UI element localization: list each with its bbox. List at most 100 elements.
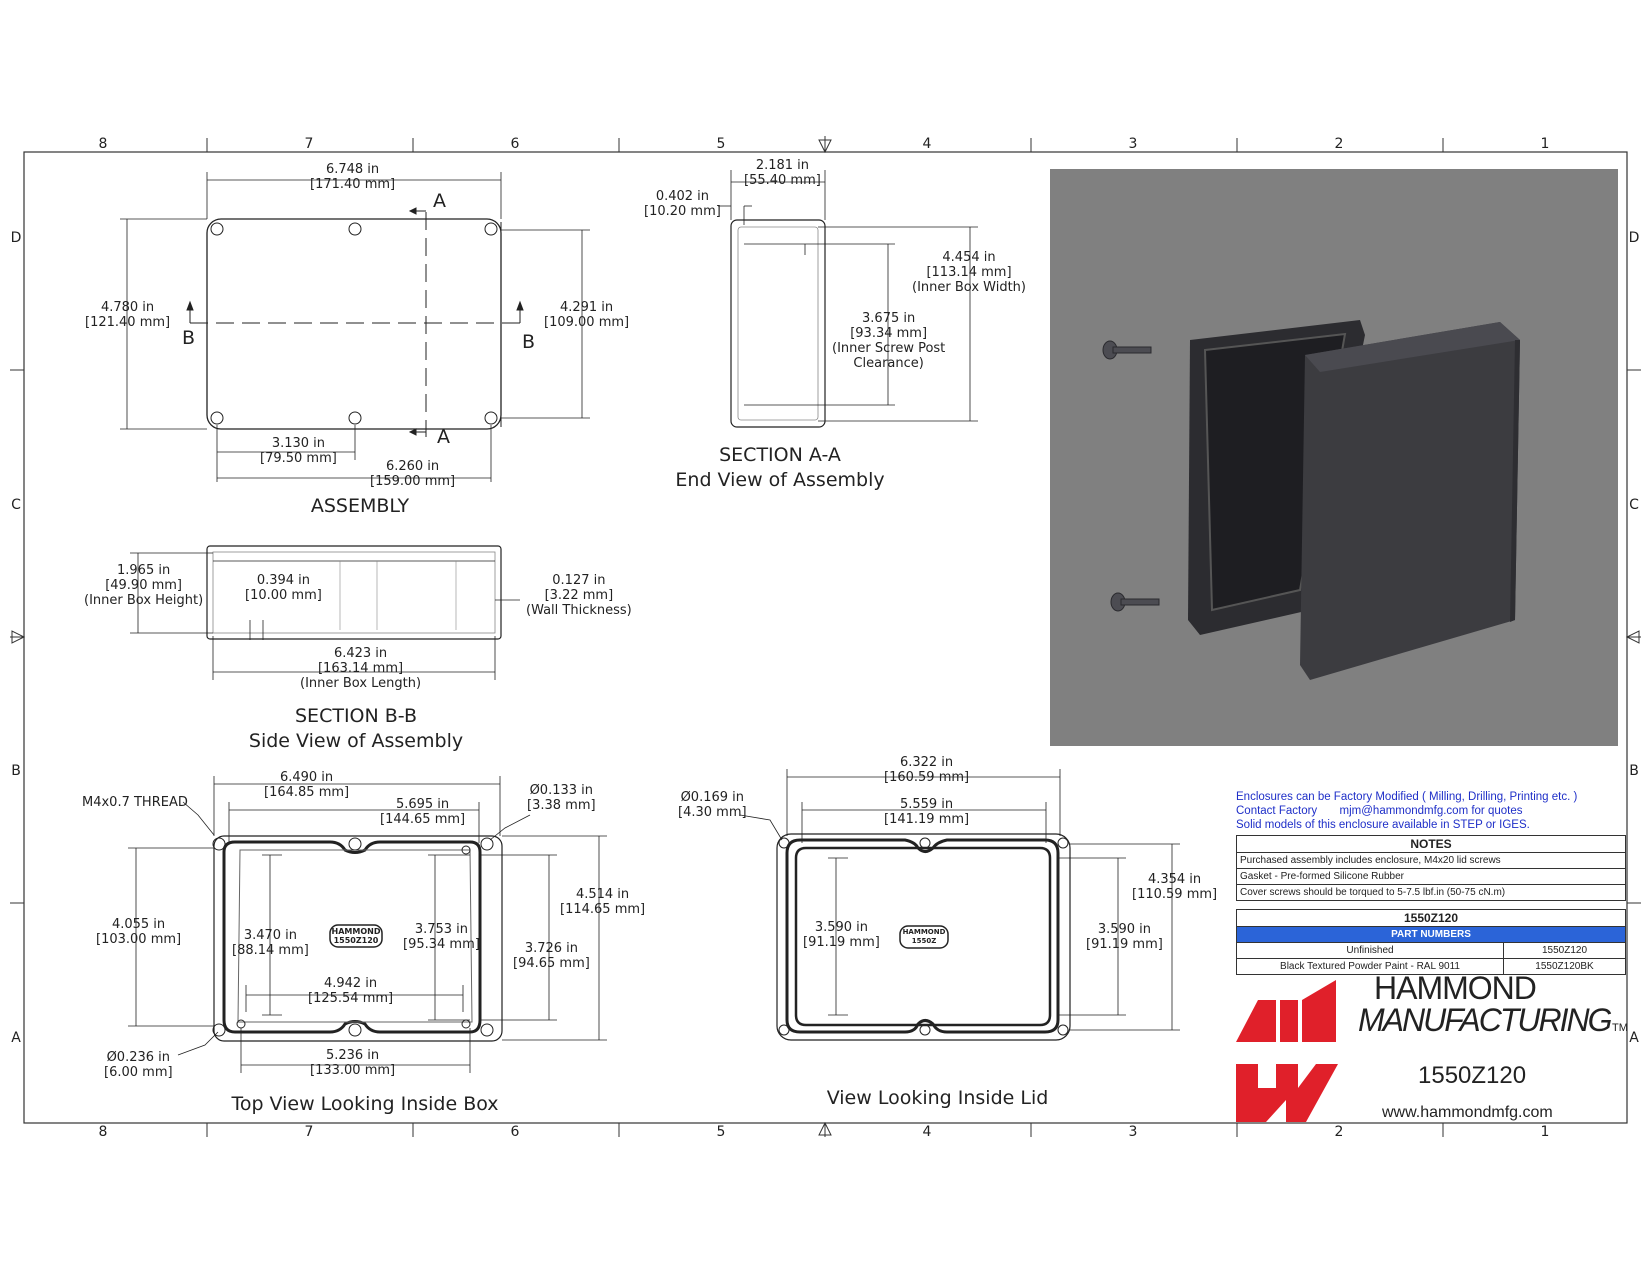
- zone-col-3-bottom: 3: [1128, 1124, 1138, 1140]
- dim-wall-thickness: 0.127 in [3.22 mm] (Wall Thickness): [526, 573, 632, 618]
- part-number-cell: 1550Z120BK: [1503, 958, 1626, 975]
- zone-col-4-top: 4: [922, 136, 932, 152]
- zone-row-b-left: B: [11, 763, 21, 779]
- dim-inner-x: 4.942 in [125.54 mm]: [308, 976, 394, 1006]
- section-bb-title: SECTION B-B: [295, 705, 417, 727]
- dim-inner-y-a: 3.753 in [95.34 mm]: [403, 922, 480, 952]
- section-bb-subtitle: Side View of Assembly: [248, 730, 464, 752]
- brand-url: www.hammondmfg.com: [1382, 1104, 1553, 1121]
- zone-col-8-top: 8: [98, 136, 108, 152]
- dim-lid-inner-height-left: 3.590 in [91.19 mm]: [803, 920, 880, 950]
- zone-col-5-top: 5: [716, 136, 726, 152]
- centering-marks: [11, 136, 1640, 1136]
- thread-callout: M4x0.7 THREAD: [82, 795, 188, 810]
- dim-inner-box-length: 6.423 in [163.14 mm] (Inner Box Length): [300, 646, 422, 691]
- dim-lid-hole-spacing: 5.559 in [141.19 mm]: [884, 797, 970, 827]
- zone-col-4-bottom: 4: [922, 1124, 932, 1140]
- part-number-cell: 1550Z120: [1503, 942, 1626, 959]
- section-marker-a-top: A: [433, 190, 446, 212]
- part-finish-cell: Unfinished: [1236, 942, 1504, 959]
- assembly-title: ASSEMBLY: [310, 495, 410, 517]
- assembly-view: [120, 172, 590, 482]
- dim-inner-box-width: 4.454 in [113.14 mm] (Inner Box Width): [912, 250, 1026, 295]
- dim-lid-inset: 0.394 in [10.00 mm]: [245, 573, 322, 603]
- note-item: Gasket - Pre-formed Silicone Rubber: [1236, 868, 1626, 885]
- lid-logo-line1: HAMMOND: [902, 928, 946, 936]
- zone-col-1-bottom: 1: [1540, 1124, 1550, 1140]
- 3d-render-enclosure: [1102, 320, 1520, 680]
- part-finish-cell: Black Textured Powder Paint - RAL 9011: [1236, 958, 1504, 975]
- dim-lid-outer-height: 4.354 in [110.59 mm]: [1132, 872, 1218, 902]
- factory-modified-note: Enclosures can be Factory Modified ( Mil…: [1236, 791, 1578, 803]
- dim-inner-screw-clearance: 3.675 in [93.34 mm] (Inner Screw Post Cl…: [832, 311, 946, 371]
- notes-header: NOTES: [1236, 835, 1626, 853]
- solid-models-note: Solid models of this enclosure available…: [1236, 819, 1530, 831]
- zone-row-c-right: C: [1629, 497, 1639, 513]
- zone-col-2-bottom: 2: [1334, 1124, 1344, 1140]
- zone-col-8-bottom: 8: [98, 1124, 108, 1140]
- dim-overall-length: 6.748 in [171.40 mm]: [310, 162, 396, 192]
- dim-post-spacing-y: 3.470 in [88.14 mm]: [232, 928, 309, 958]
- zone-col-6-top: 6: [510, 136, 520, 152]
- lid-view-title: View Looking Inside Lid: [826, 1087, 1049, 1109]
- brand-part-number: 1550Z120: [1418, 1062, 1527, 1089]
- dim-lid-depth: 0.402 in [10.20 mm]: [644, 189, 721, 219]
- contact-factory-note: Contact Factory mjm@hammondmfg.com for q…: [1236, 805, 1523, 817]
- dim-body-width: 4.291 in [109.00 mm]: [544, 300, 630, 330]
- brand-tm: TM: [1612, 1022, 1628, 1034]
- dim-lid-hole-dia: Ø0.169 in [4.30 mm]: [678, 790, 747, 820]
- brand-block: HAMMOND MANUFACTURING TM 1550Z120 www.ha…: [1236, 970, 1628, 1125]
- lid-logo-line2: 1550Z: [911, 937, 937, 945]
- part-numbers-table: 1550Z120 PART NUMBERS Unfinished 1550Z12…: [1236, 909, 1626, 975]
- zone-row-d-left: D: [10, 230, 22, 246]
- dim-inner-y-b: 3.726 in [94.65 mm]: [513, 941, 590, 971]
- section-bb-view: [130, 545, 520, 680]
- dim-hole-dia-small: Ø0.133 in [3.38 mm]: [527, 783, 596, 813]
- section-marker-a-bottom: A: [437, 426, 450, 448]
- dim-lid-outer-length: 6.322 in [160.59 mm]: [884, 755, 970, 785]
- zone-row-b-right: B: [1629, 763, 1639, 779]
- lid-view: [739, 769, 1180, 1041]
- dim-hole-dia-large: Ø0.236 in [6.00 mm]: [104, 1050, 173, 1080]
- zone-col-1-top: 1: [1540, 136, 1550, 152]
- part-numbers-header: PART NUMBERS: [1236, 926, 1626, 943]
- zone-col-5-bottom: 5: [716, 1124, 726, 1140]
- dim-hole-spacing-short: 3.130 in [79.50 mm]: [260, 436, 337, 466]
- section-marker-b-right: B: [522, 331, 536, 353]
- title-block: Enclosures can be Factory Modified ( Mil…: [1236, 790, 1626, 975]
- brand-line1: HAMMOND: [1374, 970, 1537, 1006]
- top-view-title: Top View Looking Inside Box: [231, 1093, 499, 1115]
- zone-col-3-top: 3: [1128, 136, 1138, 152]
- dim-outer-y: 4.514 in [114.65 mm]: [560, 887, 646, 917]
- dim-hole-spacing-long: 6.260 in [159.00 mm]: [370, 459, 456, 489]
- box-logo-line1: HAMMOND: [331, 927, 381, 936]
- zone-col-7-top: 7: [304, 136, 314, 152]
- model-number: 1550Z120: [1236, 909, 1626, 927]
- zone-row-a-right: A: [1629, 1030, 1639, 1046]
- brand-line2: MANUFACTURING: [1358, 1002, 1612, 1038]
- section-aa-title: SECTION A-A: [719, 444, 841, 466]
- note-item: Cover screws should be torqued to 5-7.5 …: [1236, 884, 1626, 901]
- box-logo-line2: 1550Z120: [333, 936, 379, 945]
- dim-section-outer-width: 2.181 in [55.40 mm]: [744, 158, 821, 188]
- dim-flange-height: 4.055 in [103.00 mm]: [96, 917, 182, 947]
- top-view-box: [128, 776, 607, 1073]
- hammond-logo-icon: [1236, 980, 1338, 1122]
- dim-bottom-span: 5.236 in [133.00 mm]: [310, 1048, 396, 1078]
- zone-row-d-right: D: [1628, 230, 1640, 246]
- zone-col-7-bottom: 7: [304, 1124, 314, 1140]
- zone-row-c-left: C: [11, 497, 21, 513]
- section-marker-b-left: B: [182, 327, 196, 349]
- dim-overall-width: 4.780 in [121.40 mm]: [85, 300, 171, 330]
- section-aa-subtitle: End View of Assembly: [675, 469, 885, 491]
- dim-lid-inner-height-right: 3.590 in [91.19 mm]: [1086, 922, 1163, 952]
- dim-inner-box-height: 1.965 in [49.90 mm] (Inner Box Height): [84, 563, 204, 608]
- note-item: Purchased assembly includes enclosure, M…: [1236, 852, 1626, 869]
- dim-post-spacing-long: 5.695 in [144.65 mm]: [380, 797, 466, 827]
- zone-col-6-bottom: 6: [510, 1124, 520, 1140]
- notes-table: NOTES Purchased assembly includes enclos…: [1236, 835, 1626, 901]
- dim-flange-length: 6.490 in [164.85 mm]: [264, 770, 350, 800]
- zone-row-a-left: A: [11, 1030, 21, 1046]
- zone-col-2-top: 2: [1334, 136, 1344, 152]
